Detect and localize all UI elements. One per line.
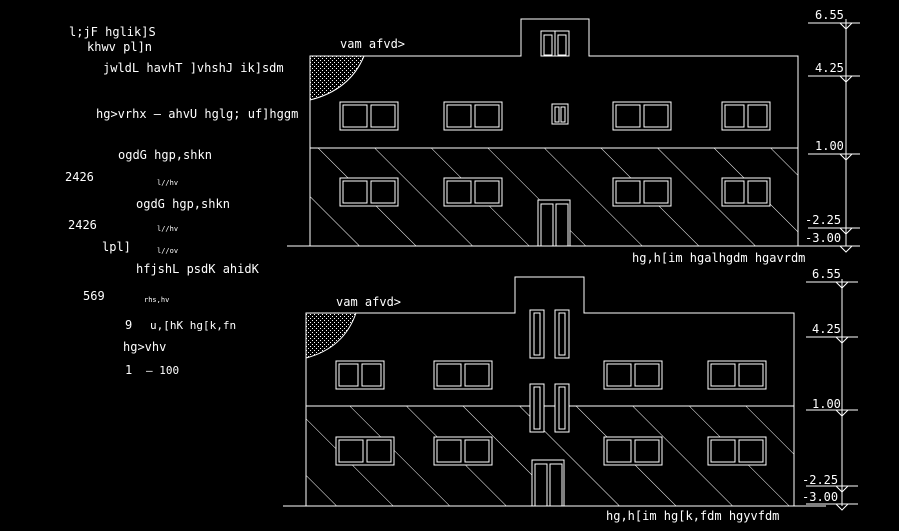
top-level-1: 6.55 bbox=[815, 8, 844, 22]
top-elevation-caption: hg,h[im hgalhgdm hgavrdm bbox=[632, 251, 805, 265]
bottom-level-3: 1.00 bbox=[812, 397, 841, 411]
top-level-4: -2.25 bbox=[805, 213, 841, 227]
legend-block: l;jF hglik]S khwv pl]n jwldL havhT ]vhsh… bbox=[65, 25, 298, 377]
legend-value-2: 2426 bbox=[68, 218, 97, 232]
legend-value-4: 9 bbox=[125, 318, 132, 332]
top-upper-windows bbox=[339, 101, 771, 131]
legend-line-2: hg>vrhx — ahvU hglg; uf]hggm bbox=[96, 107, 298, 121]
legend-unit-4: rhs,hv bbox=[144, 296, 169, 304]
bottom-level-dimensions bbox=[806, 279, 858, 511]
bottom-elevation-caption: hg,h[im hg[k,fdm hgyvfdm bbox=[606, 509, 779, 523]
bottom-elevation-label: vam afvd> bbox=[336, 295, 401, 309]
top-level-2: 4.25 bbox=[815, 61, 844, 75]
bottom-elevation bbox=[283, 276, 826, 507]
legend-line-3: ogdG hgp,shkn bbox=[118, 148, 212, 162]
bottom-corner-stipple bbox=[305, 312, 357, 359]
bottom-level-5: -3.00 bbox=[802, 490, 838, 504]
legend-line-4: ogdG hgp,shkn bbox=[136, 197, 230, 211]
bottom-level-4: -2.25 bbox=[802, 473, 838, 487]
top-lower-windows bbox=[339, 177, 771, 207]
bottom-entrance-door bbox=[531, 459, 565, 507]
top-entrance-door bbox=[537, 199, 571, 247]
bottom-upper-windows bbox=[335, 360, 767, 390]
legend-value-1: 2426 bbox=[65, 170, 94, 184]
legend-line-6: hfjshL psdK ahidK bbox=[136, 262, 260, 276]
top-level-dimensions bbox=[808, 19, 860, 253]
legend-line-7: u,[hK hg[k,fn bbox=[150, 319, 236, 332]
legend-line-8: hg>vhv bbox=[123, 340, 166, 354]
legend-subtitle: khwv pl]n bbox=[87, 40, 152, 54]
top-level-3: 1.00 bbox=[815, 139, 844, 153]
top-corner-stipple bbox=[309, 55, 365, 101]
legend-line-5: lpl] bbox=[102, 240, 131, 254]
legend-line-9: — 100 bbox=[146, 364, 179, 377]
bottom-level-2: 4.25 bbox=[812, 322, 841, 336]
legend-unit-1: l//hv bbox=[157, 179, 178, 187]
legend-value-3: 569 bbox=[83, 289, 105, 303]
top-level-5: -3.00 bbox=[805, 231, 841, 245]
legend-unit-3: l//ov bbox=[157, 247, 178, 255]
bottom-hatch-area bbox=[306, 406, 794, 506]
bottom-slit-windows bbox=[529, 309, 570, 433]
legend-value-5: 1 bbox=[125, 363, 132, 377]
legend-line-1: jwldL havhT ]vhshJ ik]sdm bbox=[103, 61, 284, 75]
legend-unit-2: l//hv bbox=[157, 225, 178, 233]
top-elevation bbox=[287, 18, 830, 247]
legend-title: l;jF hglik]S bbox=[69, 25, 156, 39]
bottom-level-1: 6.55 bbox=[812, 267, 841, 281]
top-hatch-area bbox=[310, 148, 798, 246]
bottom-lower-windows bbox=[335, 436, 767, 466]
top-elevation-label: vam afvd> bbox=[340, 37, 405, 51]
